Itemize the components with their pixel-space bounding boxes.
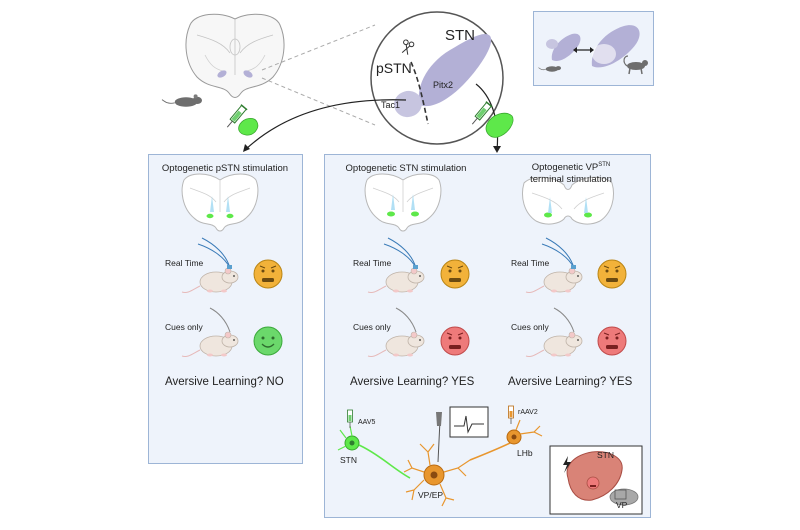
left-panel-title: Optogenetic pSTN stimulation	[161, 163, 289, 174]
right-panel-title: Optogenetic VPSTN terminal stimulation	[494, 159, 648, 186]
middle-real-time-label: Real Time	[353, 258, 392, 268]
face-worried-middle	[440, 259, 470, 289]
circuit-diagram	[337, 405, 543, 507]
inset-stn-label: STN	[597, 450, 614, 460]
coronal-brain-section	[185, 13, 285, 98]
mouse-right-cues	[525, 307, 583, 358]
aav5-label: AAV5	[358, 419, 376, 426]
tac1-label: Tac1	[381, 100, 401, 110]
right-cues-only-label: Cues only	[511, 322, 549, 332]
mouse-middle-realtime	[367, 237, 425, 294]
left-cues-only-label: Cues only	[165, 322, 203, 332]
right-panel-title-sup: STN	[598, 162, 611, 168]
right-real-time-label: Real Time	[511, 258, 550, 268]
face-happy-left	[253, 326, 283, 356]
arrow-to-right	[475, 83, 499, 151]
inset-vp-label: VP	[616, 500, 628, 510]
face-worried-red-middle	[440, 326, 470, 356]
face-worried-right	[597, 259, 627, 289]
middle-cues-only-label: Cues only	[353, 322, 391, 332]
right-result-text: Aversive Learning? YES	[508, 376, 633, 388]
virus-blob-left	[238, 118, 259, 136]
mouse-middle-cues	[367, 307, 425, 358]
left-result-text: Aversive Learning? NO	[165, 376, 284, 388]
brain-slice-right	[522, 176, 614, 225]
middle-panel-title: Optogenetic STN stimulation	[345, 163, 467, 174]
syringe-right	[471, 101, 493, 125]
right-panel-title-line1: Optogenetic VP	[531, 162, 599, 174]
mouse-top	[161, 94, 202, 107]
lhb-label: LHb	[517, 448, 533, 458]
face-worried-left	[253, 259, 283, 289]
face-worried-red-right	[597, 326, 627, 356]
circuit-stn-label: STN	[340, 455, 357, 465]
pstn-label: pSTN	[376, 60, 412, 76]
stn-shape	[418, 33, 492, 107]
syringe-left	[226, 104, 248, 128]
vp-ep-label: VP/EP	[418, 490, 444, 500]
brain-slice-middle	[364, 173, 442, 232]
arrow-to-left	[244, 99, 407, 151]
mouse-right-realtime	[525, 237, 583, 294]
left-real-time-label: Real Time	[165, 258, 204, 268]
mouse-left-realtime	[181, 237, 239, 294]
raav2-label: rAAV2	[518, 409, 538, 416]
lightning-icon	[563, 456, 571, 473]
monkey-icon	[623, 55, 648, 75]
pstn-shape	[394, 90, 422, 118]
virus-blob-right	[485, 112, 514, 138]
scissors-icon	[401, 39, 415, 55]
mouse-left-cues	[181, 307, 239, 358]
brain-slice-left	[181, 173, 259, 232]
middle-result-text: Aversive Learning? YES	[350, 376, 475, 388]
pitx2-label: Pitx2	[433, 80, 454, 90]
right-panel-title-line2: terminal stimulation	[530, 174, 612, 186]
cut-line	[410, 61, 429, 125]
stn-label: STN	[445, 27, 475, 44]
